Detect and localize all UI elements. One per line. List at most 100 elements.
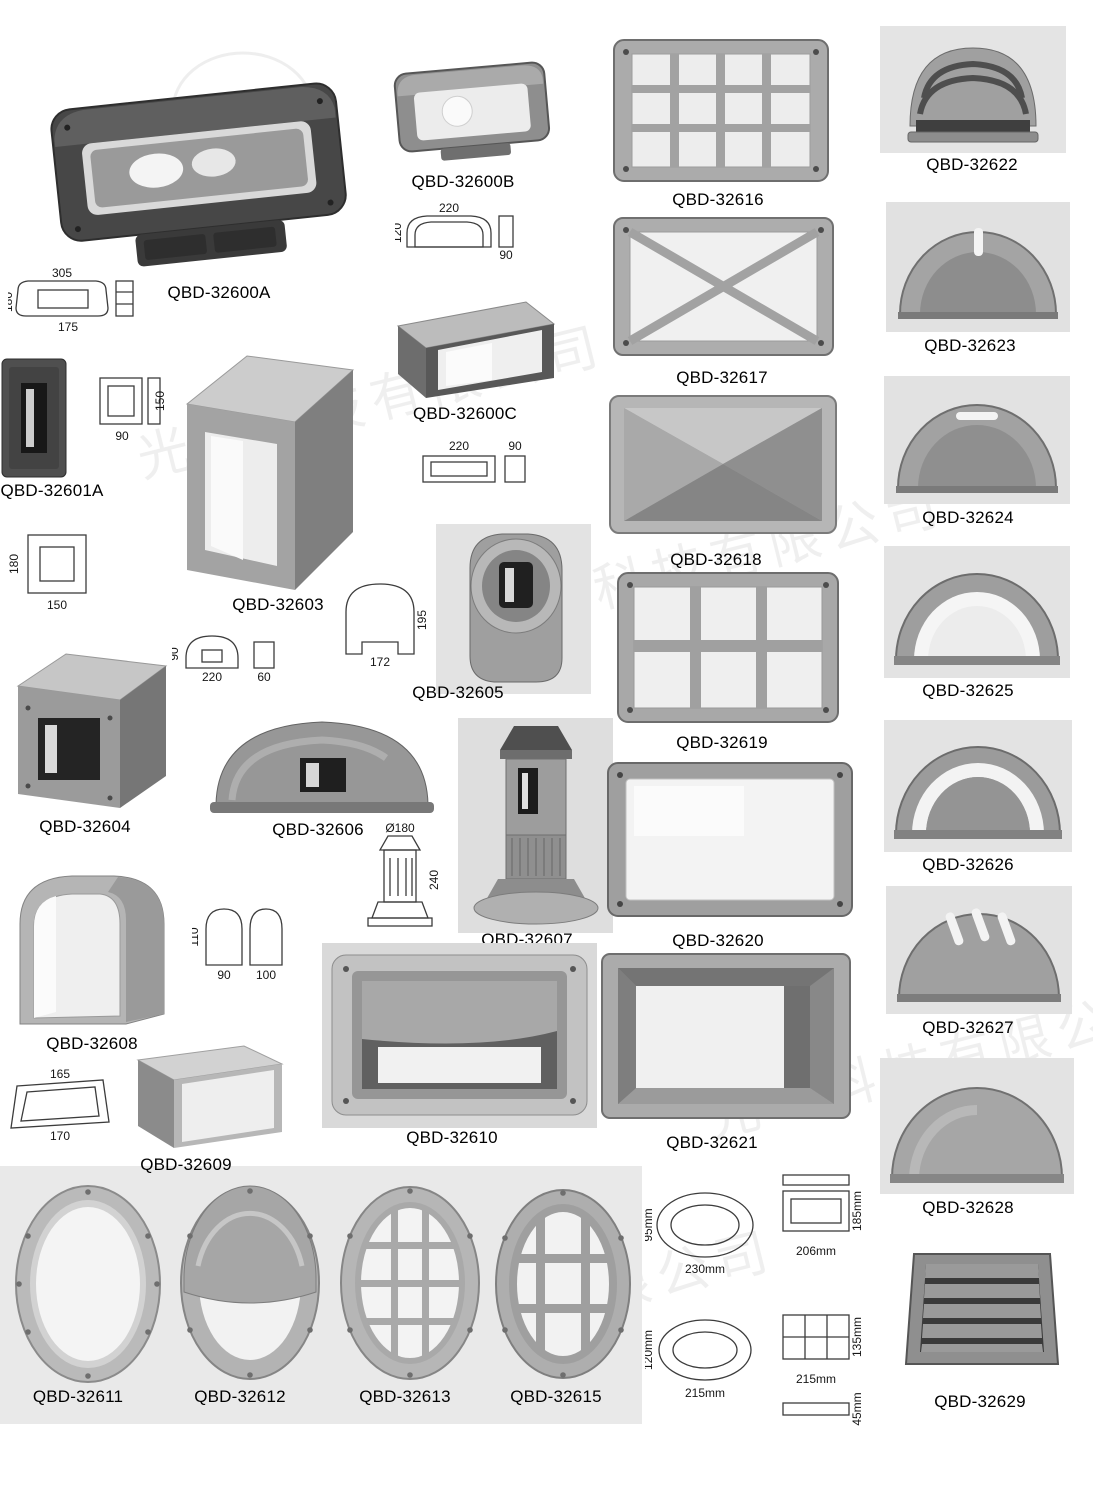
product-label-32611: QBD-32611 — [32, 1387, 124, 1406]
product-32600B — [385, 48, 560, 168]
product-32619 — [610, 565, 846, 730]
dimension-drawing-32601A: 150 90 — [92, 360, 167, 452]
dim-value: 90 — [172, 647, 181, 661]
dim-value: 172 — [370, 655, 390, 668]
product-32600C — [388, 286, 563, 404]
product-image-32600C — [396, 301, 556, 398]
product-label-32606: QBD-32606 — [272, 820, 364, 839]
product-image-32617 — [613, 217, 834, 356]
product-label-32600C: QBD-32600C — [412, 404, 518, 423]
product-label-32601A: QBD-32601A — [0, 481, 104, 500]
product-32609 — [126, 1024, 291, 1154]
product-image-32611 — [15, 1185, 161, 1383]
product-32621 — [596, 946, 856, 1126]
product-32610 — [322, 943, 597, 1128]
dim-value: 100 — [256, 968, 276, 982]
dim-value: 220 — [202, 670, 222, 684]
product-32625 — [884, 546, 1070, 678]
product-32601A — [0, 355, 70, 481]
product-image-32610 — [322, 943, 597, 1128]
product-label-32616: QBD-32616 — [672, 190, 764, 209]
product-image-32605 — [436, 524, 591, 694]
dimension-drawing-32606: 90 220 60 — [172, 622, 294, 684]
product-32627 — [886, 886, 1072, 1014]
dim-value: 185mm — [850, 1191, 864, 1231]
dimension-drawing-32605: 172 195 — [328, 570, 438, 668]
product-image-32606 — [210, 721, 434, 813]
product-label-32627: QBD-32627 — [922, 1018, 1014, 1037]
dimension-drawing-32600B: 220 120 90 — [395, 203, 520, 261]
dim-value: 110 — [192, 927, 201, 946]
product-label-32623: QBD-32623 — [924, 336, 1016, 355]
product-32616 — [604, 32, 838, 189]
product-label-32615: QBD-32615 — [510, 1387, 602, 1406]
product-label-32605: QBD-32605 — [412, 683, 504, 702]
product-label-32624: QBD-32624 — [922, 508, 1014, 527]
product-label-32609: QBD-32609 — [140, 1155, 232, 1174]
product-image-32625 — [884, 546, 1070, 678]
product-label-32613: QBD-32613 — [359, 1387, 451, 1406]
product-image-32603 — [185, 355, 355, 590]
product-image-32613 — [340, 1186, 480, 1380]
dim-value: 230mm — [685, 1262, 725, 1276]
dim-value: 120mm — [645, 1330, 655, 1370]
dim-value: 220 — [439, 203, 459, 215]
dim-value: 175 — [58, 320, 78, 334]
product-image-32618 — [609, 395, 837, 534]
dim-value: Ø180 — [385, 822, 415, 835]
dim-value: 305 — [52, 268, 72, 280]
dim-value: 195 — [415, 610, 429, 630]
product-32617 — [604, 210, 843, 363]
dim-value: 215mm — [685, 1386, 725, 1400]
product-32628 — [880, 1058, 1074, 1194]
dim-value: 180 — [8, 292, 15, 312]
dimension-drawings-bottom: 230mm 95mm 215mm 120mm 206mm 185mm 215mm… — [645, 1165, 880, 1430]
product-image-32627 — [886, 886, 1072, 1014]
dim-value: 60 — [257, 670, 271, 684]
product-image-32607 — [458, 718, 613, 933]
product-label-32610: QBD-32610 — [406, 1128, 498, 1147]
dim-value: 135mm — [850, 1317, 864, 1357]
product-label-32628: QBD-32628 — [922, 1198, 1014, 1217]
dim-value: 90 — [115, 429, 129, 443]
dimension-drawing-32609: 165 170 — [5, 1068, 120, 1143]
product-image-32623 — [886, 202, 1070, 332]
product-image-32621 — [601, 953, 851, 1119]
product-label-32629: QBD-32629 — [934, 1392, 1026, 1411]
product-32626 — [884, 720, 1072, 852]
product-label-32626: QBD-32626 — [922, 855, 1014, 874]
product-label-32619: QBD-32619 — [676, 733, 768, 752]
product-image-32612 — [180, 1185, 320, 1380]
dim-value: 90 — [217, 968, 231, 982]
product-image-32628 — [880, 1058, 1074, 1194]
product-label-32621: QBD-32621 — [666, 1133, 758, 1152]
dimension-drawing-32607: Ø180 240 — [358, 822, 443, 942]
product-label-32617: QBD-32617 — [676, 368, 768, 387]
product-image-32629 — [904, 1253, 1060, 1365]
product-32615 — [492, 1184, 634, 1384]
dim-value: 180 — [8, 554, 21, 574]
product-32624 — [884, 376, 1070, 504]
product-label-32600A: QBD-32600A — [167, 283, 271, 302]
product-32629 — [900, 1232, 1064, 1387]
product-label-32620: QBD-32620 — [672, 931, 764, 950]
product-32620 — [600, 753, 860, 926]
product-label-32618: QBD-32618 — [670, 550, 762, 569]
product-32604 — [8, 636, 173, 814]
product-image-32619 — [617, 572, 839, 723]
dim-value: 150 — [153, 391, 167, 411]
dim-value: 165 — [50, 1068, 70, 1081]
dim-value: 95mm — [645, 1208, 655, 1241]
product-image-32615 — [495, 1189, 631, 1379]
product-image-32609 — [136, 1045, 284, 1148]
dim-value: 150 — [47, 598, 67, 612]
product-label-32608: QBD-32608 — [46, 1034, 138, 1053]
product-image-32600B — [393, 61, 551, 161]
product-image-32624 — [884, 376, 1070, 504]
dim-value: 215mm — [796, 1372, 836, 1386]
product-image-32600A — [50, 82, 347, 267]
product-image-32616 — [613, 39, 829, 182]
product-32606 — [202, 696, 442, 821]
product-label-32625: QBD-32625 — [922, 681, 1014, 700]
